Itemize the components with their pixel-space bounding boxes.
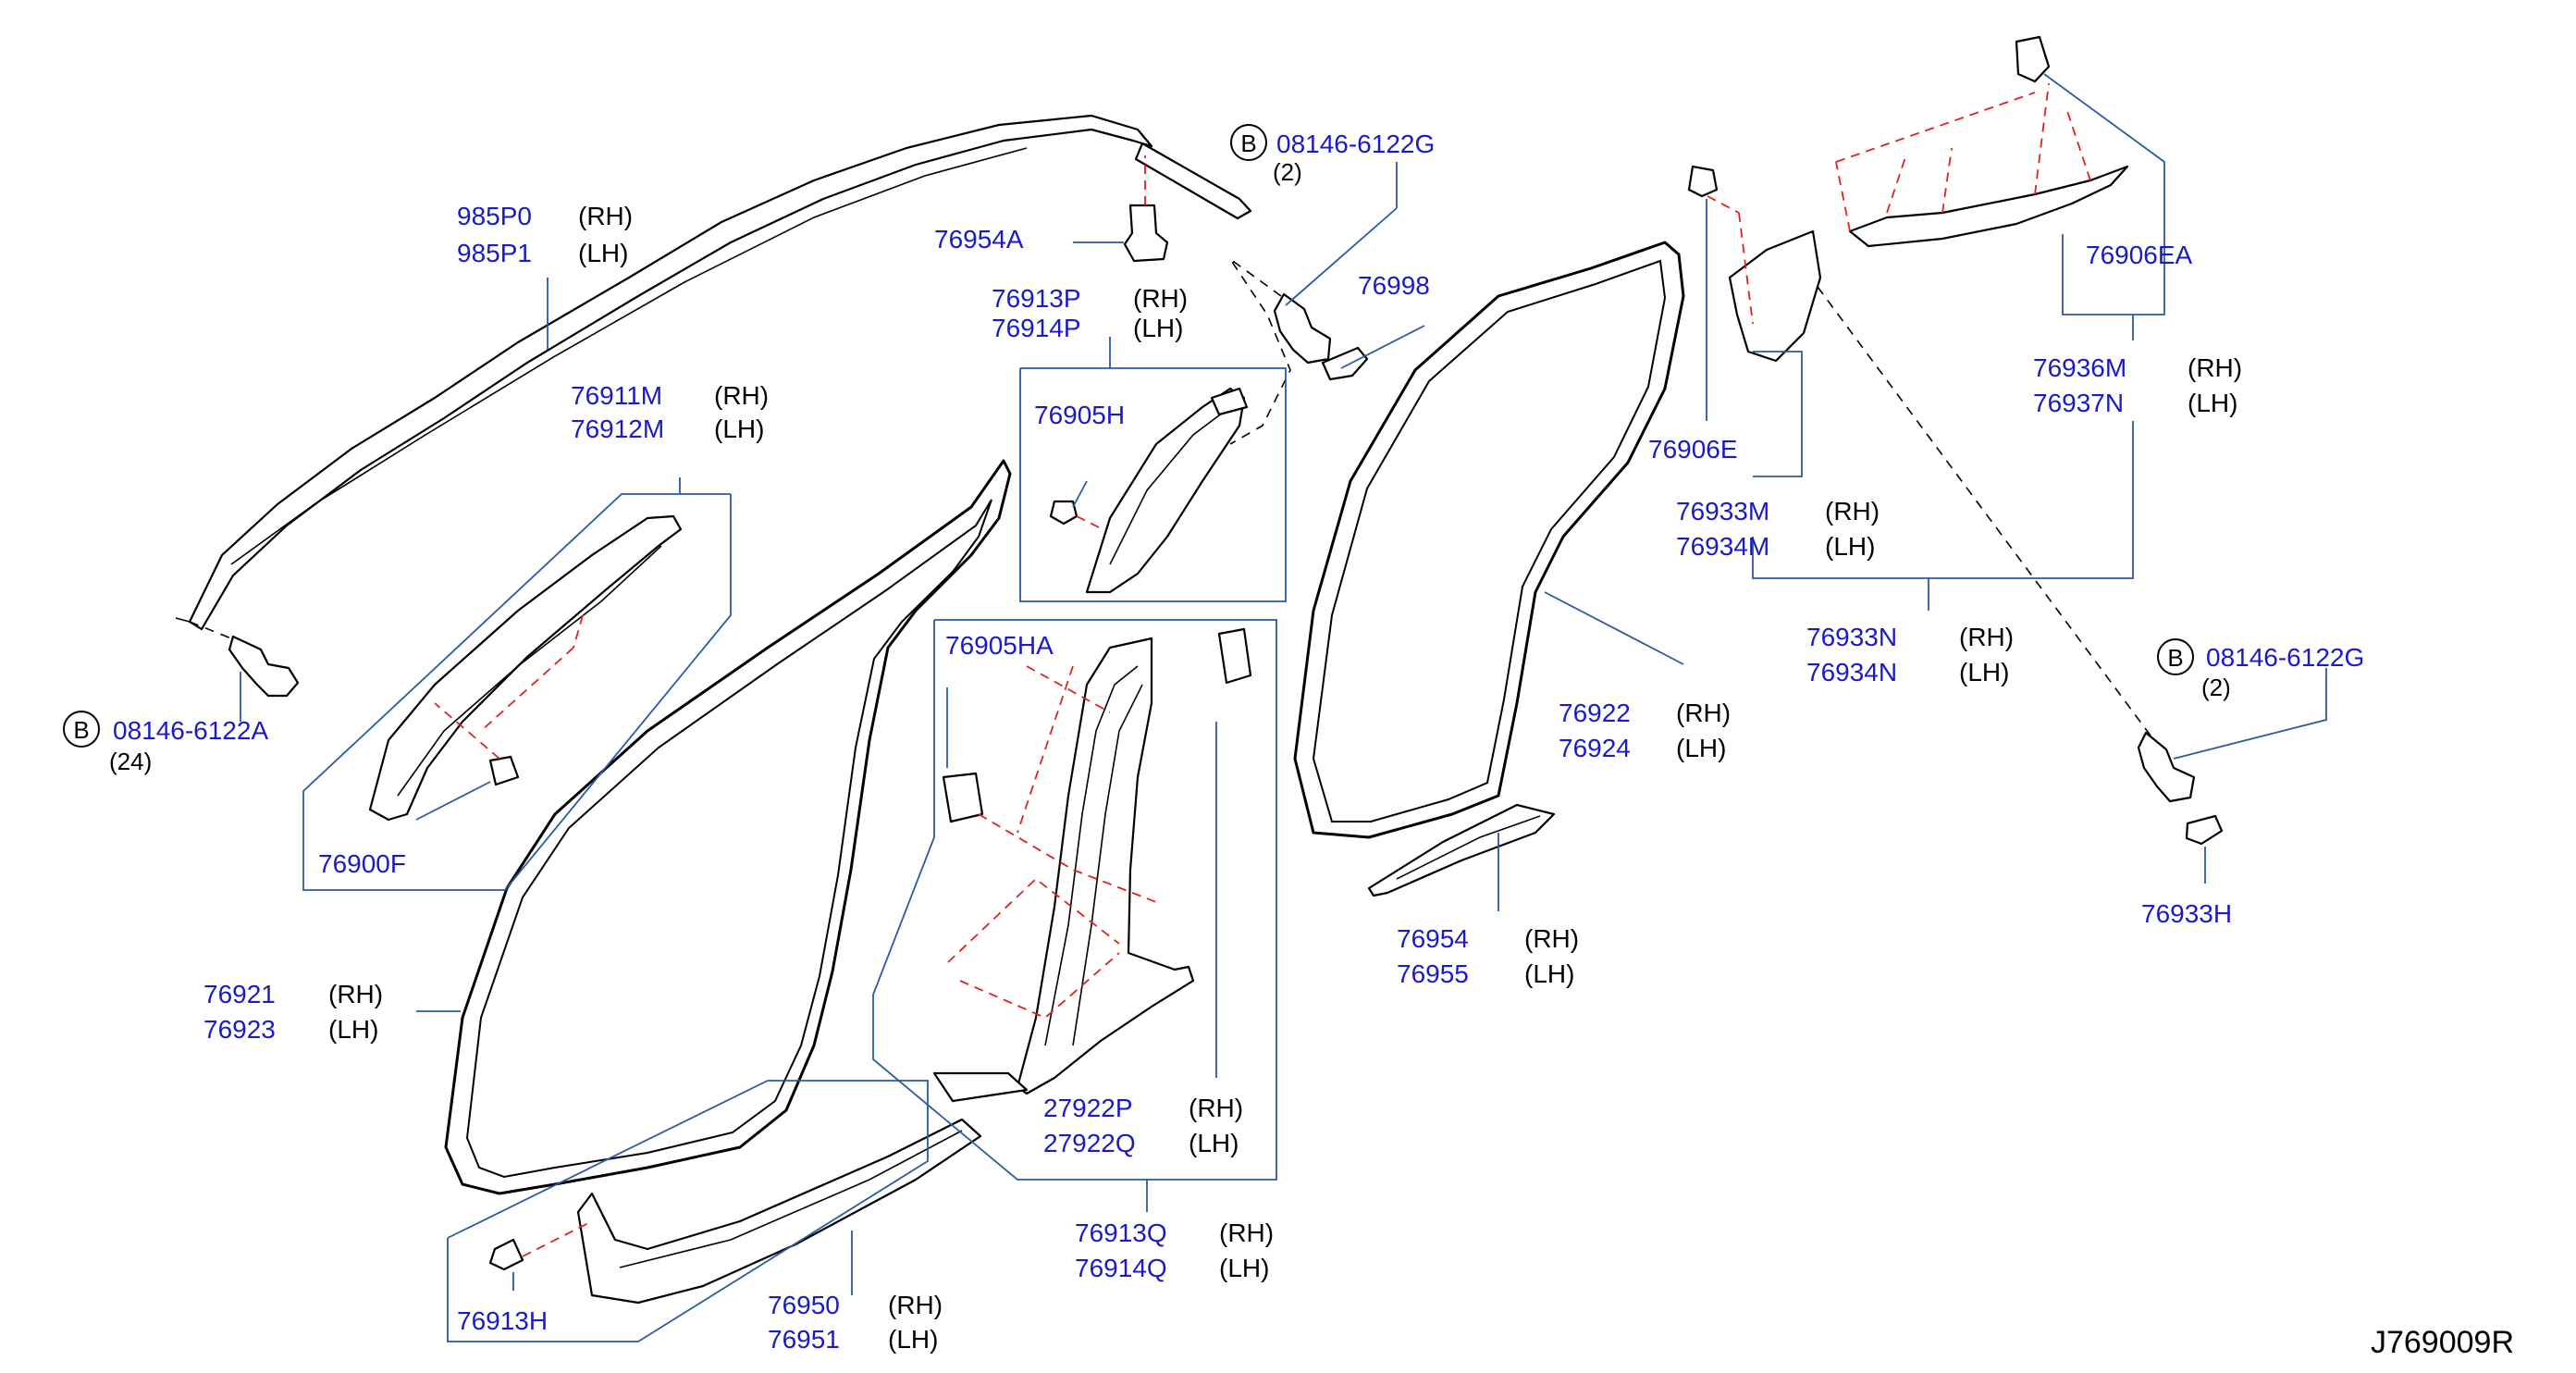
pn-76900f: 76900F xyxy=(318,849,406,878)
bolt-marker-icon xyxy=(63,711,100,748)
pn-76906ea: 76906EA xyxy=(2086,241,2193,269)
rear-weatherstrip-part xyxy=(1293,241,1685,839)
a-pillar-trim-part xyxy=(368,514,683,822)
front-weatherstrip-part xyxy=(444,459,1012,1195)
pn-76905h: 76905H xyxy=(1034,401,1125,429)
pn-76924: 76924 xyxy=(1559,734,1631,762)
qty-bolt-right: (2) xyxy=(2201,674,2231,701)
rear-parcel-trim-part xyxy=(1835,35,2129,248)
pn-985p0: 985P0 xyxy=(457,202,532,230)
side-rh: (RH) xyxy=(1676,699,1731,727)
side-lh: (LH) xyxy=(1825,532,1875,561)
pn-76923: 76923 xyxy=(203,1015,276,1044)
pn-76934m: 76934M xyxy=(1676,532,1769,561)
side-lh: (LH) xyxy=(714,414,764,443)
bolt-right-part xyxy=(1817,286,2224,846)
side-lh: (LH) xyxy=(328,1015,378,1044)
c-pillar-part xyxy=(1687,165,1822,363)
side-lh: (LH) xyxy=(578,239,628,267)
group-outlines xyxy=(302,367,1287,1342)
pn-985p1: 985P1 xyxy=(457,239,532,267)
pn-27922q: 27922Q xyxy=(1043,1129,1136,1157)
side-rh: (RH) xyxy=(1959,623,2014,651)
side-lh: (LH) xyxy=(1524,959,1574,988)
side-rh: (RH) xyxy=(1189,1094,1243,1122)
curtain-airbag-part xyxy=(175,114,1252,631)
side-lh: (LH) xyxy=(2188,389,2237,417)
bolt-right-callout: B 08146-6122G (2) xyxy=(2157,638,2364,701)
side-lh: (LH) xyxy=(1959,658,2009,686)
clip-76954a-part xyxy=(1123,155,1169,263)
side-lh: (LH) xyxy=(1189,1129,1239,1157)
side-rh: (RH) xyxy=(2188,353,2242,382)
pn-76954: 76954 xyxy=(1397,924,1469,953)
rear-kick-plate-part xyxy=(1367,803,1556,897)
bolt-left-part xyxy=(189,621,300,698)
pn-76913h: 76913H xyxy=(457,1306,548,1335)
pn-76922: 76922 xyxy=(1559,699,1631,727)
pn-76933n: 76933N xyxy=(1806,623,1897,651)
diagram-code: J769009R xyxy=(2371,1325,2514,1360)
side-lh: (LH) xyxy=(1219,1254,1269,1282)
side-rh: (RH) xyxy=(1133,284,1188,313)
pn-76911m: 76911M xyxy=(571,381,662,410)
pn-76914p: 76914P xyxy=(992,314,1081,342)
pn-76936m: 76936M xyxy=(2033,353,2126,382)
bolt-marker-letter: B xyxy=(73,716,89,744)
pn-76950: 76950 xyxy=(768,1291,840,1319)
side-rh: (RH) xyxy=(328,980,383,1008)
side-rh: (RH) xyxy=(888,1291,943,1319)
pn-76937n: 76937N xyxy=(2033,389,2124,417)
side-lh: (LH) xyxy=(888,1325,938,1354)
leader-lines xyxy=(240,73,2327,1295)
pn-08146-6122a: 08146-6122A xyxy=(113,716,268,745)
bolt-left-callout: B 08146-6122A (24) xyxy=(63,711,268,775)
bolt-marker-letter: B xyxy=(2167,644,2183,672)
pn-08146-6122g-top: 08146-6122G xyxy=(1276,130,1435,158)
pn-76954a: 76954A xyxy=(934,225,1024,254)
pn-76913q: 76913Q xyxy=(1075,1218,1167,1247)
pn-76906e: 76906E xyxy=(1648,435,1738,464)
pn-76998: 76998 xyxy=(1358,271,1430,300)
pn-76914q: 76914Q xyxy=(1075,1254,1167,1282)
pn-27922p: 27922P xyxy=(1043,1094,1133,1122)
side-rh: (RH) xyxy=(1219,1218,1274,1247)
qty-bolt-left: (24) xyxy=(109,748,152,775)
front-kick-plate-part xyxy=(488,1118,982,1305)
b-pillar-upper-trim-part xyxy=(1049,387,1249,594)
side-lh: (LH) xyxy=(1676,734,1726,762)
bolt-marker-letter: B xyxy=(1240,130,1256,157)
pn-76934n: 76934N xyxy=(1806,658,1897,686)
pn-76951: 76951 xyxy=(768,1325,840,1354)
side-rh: (RH) xyxy=(1825,497,1880,526)
side-lh: (LH) xyxy=(1133,314,1183,342)
pn-76912m: 76912M xyxy=(571,414,664,443)
b-pillar-lower-trim-part xyxy=(932,627,1252,1103)
pn-08146-6122g-right: 08146-6122G xyxy=(2206,643,2364,672)
pn-76905ha: 76905HA xyxy=(945,631,1054,660)
qty-bolt-top: (2) xyxy=(1273,158,1302,186)
side-rh: (RH) xyxy=(1524,924,1579,953)
pn-76921: 76921 xyxy=(203,980,276,1008)
pn-76933h: 76933H xyxy=(2141,899,2232,928)
bolt-top-part xyxy=(1229,258,1369,445)
bolt-marker-icon xyxy=(1230,124,1267,161)
bolt-top-callout: B 08146-6122G (2) xyxy=(1230,124,1435,186)
pn-76955: 76955 xyxy=(1397,959,1469,988)
pn-76933m: 76933M xyxy=(1676,497,1769,526)
pn-76913p: 76913P xyxy=(992,284,1081,313)
side-rh: (RH) xyxy=(714,381,769,410)
bolt-marker-icon xyxy=(2157,638,2194,675)
side-rh: (RH) xyxy=(578,202,633,230)
